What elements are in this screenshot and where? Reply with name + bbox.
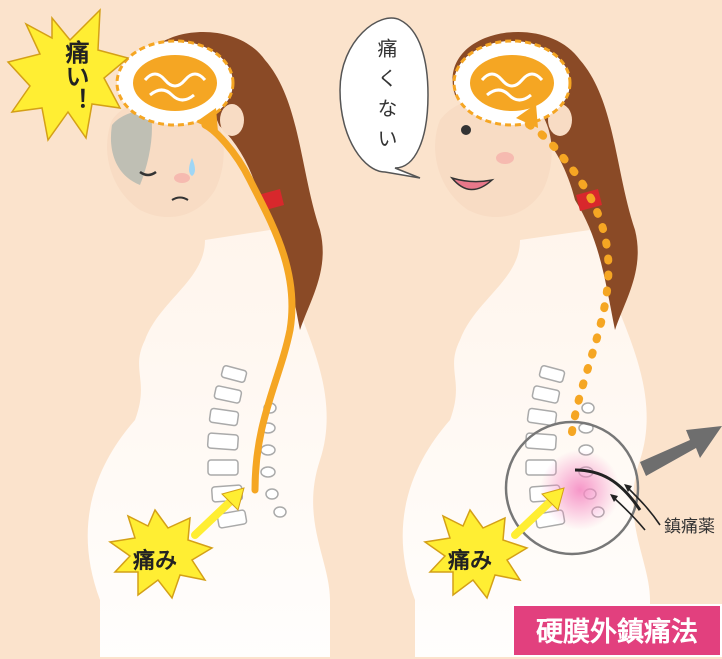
left-exclaim-text: 痛い！	[58, 40, 93, 112]
right-cheek	[496, 152, 514, 164]
left-ear	[220, 104, 244, 136]
right-thought-text: 痛くない	[372, 38, 401, 158]
right-pain-label: 痛み	[448, 543, 492, 575]
method-label: 硬膜外鎮痛法	[512, 604, 722, 657]
zoom-out-arrow	[640, 426, 722, 476]
medicine-label: 鎮痛薬	[664, 512, 715, 537]
left-cheek	[174, 173, 190, 183]
left-pain-label: 痛み	[133, 543, 177, 575]
epidural-block-area	[540, 450, 620, 530]
right-brain	[454, 41, 570, 125]
right-open-eye	[461, 125, 471, 135]
